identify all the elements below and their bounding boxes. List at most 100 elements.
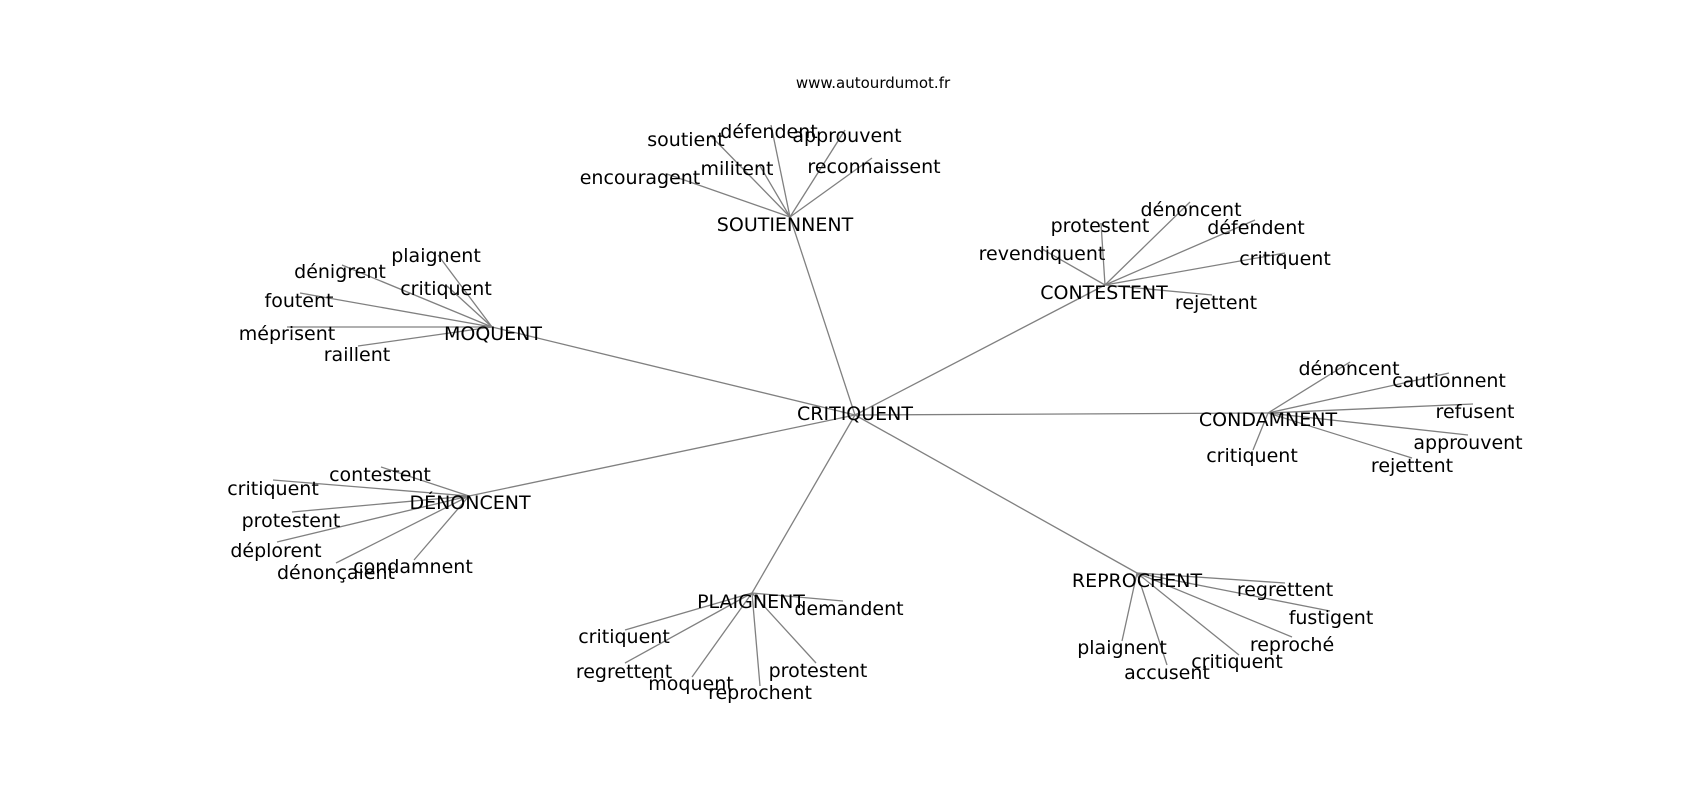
hub-to-word-edge	[1136, 572, 1168, 666]
word-node-label: rejettent	[1371, 455, 1453, 477]
hub-to-word-edge	[380, 466, 470, 497]
hub-to-word-edge	[759, 165, 791, 218]
hub-to-word-edge	[709, 134, 791, 218]
hub-node-label: SOUTIENNENT	[717, 214, 854, 236]
center-to-hub-edge	[854, 412, 1269, 416]
word-node-label: critiquent	[227, 478, 319, 500]
word-node-label: protestent	[769, 660, 868, 682]
hub-to-word-edge	[1136, 572, 1293, 638]
hub-to-word-edge	[437, 254, 493, 328]
word-node-label: dénigrent	[294, 261, 386, 283]
source-label: www.autourdumot.fr	[796, 74, 951, 92]
word-node-label: dénoncent	[1298, 358, 1399, 380]
center-to-hub-edge	[854, 414, 1138, 574]
word-node-label: rejettent	[1175, 292, 1257, 314]
hub-to-word-edge	[770, 124, 791, 218]
hub-to-word-edge	[1267, 372, 1450, 414]
hub-to-word-edge	[276, 495, 470, 543]
word-node-label: regrettent	[576, 661, 672, 683]
center-to-hub-edge	[854, 284, 1106, 416]
hub-node-label: CONTESTENT	[1040, 282, 1168, 304]
center-to-hub-edge	[789, 216, 856, 416]
word-node-label: cautionnent	[1392, 370, 1506, 392]
word-node-label: critiquent	[1206, 445, 1298, 467]
word-node-label: condamnent	[353, 556, 473, 578]
hub-to-word-edge	[291, 495, 470, 513]
hub-to-word-edge	[1104, 252, 1286, 286]
hub-to-word-edge	[335, 495, 470, 564]
hub-to-word-edge	[357, 326, 493, 347]
hub-to-word-edge	[1041, 248, 1106, 286]
hub-node-label: PLAIGNENT	[697, 591, 805, 613]
hub-to-word-edge	[789, 129, 846, 218]
hub-to-word-edge	[1100, 222, 1106, 286]
hub-to-word-edge	[1267, 412, 1469, 436]
word-node-label: revendiquent	[979, 243, 1106, 265]
word-node-label: défendent	[720, 121, 817, 143]
hub-node-label: DÉNONCENT	[409, 491, 531, 514]
graph-edges	[272, 124, 1474, 687]
hub-to-word-edge	[666, 173, 791, 218]
word-node-label: reconnaissent	[807, 156, 940, 178]
word-node-label: militent	[701, 158, 774, 180]
hub-to-word-edge	[1104, 219, 1256, 286]
hub-to-word-edge	[624, 592, 753, 631]
center-to-hub-edge	[491, 326, 856, 416]
word-node-label: dénoncent	[1140, 199, 1241, 221]
word-node-label: contestent	[329, 464, 431, 486]
hub-to-word-edge	[1104, 284, 1213, 296]
word-node-label: protestent	[242, 510, 341, 532]
word-node-label: approuvent	[792, 125, 901, 147]
word-node-label: raillent	[324, 344, 390, 366]
word-node-label: fustigent	[1289, 607, 1374, 629]
graph-node-labels: SOUTIENNENTsoutientdéfendentapprouventmi…	[227, 121, 1522, 704]
word-node-label: critiquent	[400, 278, 492, 300]
hub-node-label: MOQUENT	[444, 323, 542, 345]
word-node-label: regrettent	[1237, 579, 1333, 601]
hub-to-word-edge	[751, 592, 761, 687]
hub-to-word-edge	[1136, 572, 1286, 584]
word-node-label: critiquent	[578, 626, 670, 648]
word-node-label: protestent	[1051, 215, 1150, 237]
hub-to-word-edge	[446, 285, 493, 328]
word-node-label: critiquent	[1239, 248, 1331, 270]
word-node-label: méprisent	[239, 323, 335, 345]
hub-to-word-edge	[1136, 572, 1240, 656]
word-node-label: plaignent	[1077, 637, 1167, 659]
hub-to-word-edge	[1267, 403, 1474, 414]
word-node-label: critiquent	[1191, 651, 1283, 673]
hub-to-word-edge	[1267, 361, 1351, 414]
center-to-hub-edge	[468, 414, 856, 497]
hub-to-word-edge	[789, 157, 873, 218]
word-node-label: reproché	[1250, 634, 1334, 656]
hub-to-word-edge	[1267, 412, 1413, 459]
word-node-label: demandent	[794, 598, 903, 620]
word-node-label: plaignent	[391, 245, 481, 267]
hub-to-word-edge	[272, 479, 470, 497]
word-node-label: dénonçaient	[277, 562, 395, 584]
word-node-label: accusent	[1124, 662, 1210, 684]
word-node-label: encouragent	[580, 167, 701, 189]
hub-to-word-edge	[1104, 201, 1191, 286]
hub-to-word-edge	[413, 495, 470, 561]
hub-to-word-edge	[299, 292, 493, 328]
hub-to-word-edge	[1136, 572, 1331, 612]
hub-to-word-edge	[691, 592, 753, 678]
word-node-label: approuvent	[1413, 432, 1522, 454]
hub-node-label: REPROCHENT	[1072, 570, 1203, 592]
hub-to-word-edge	[751, 592, 817, 664]
word-node-label: déplorent	[230, 540, 321, 562]
hub-to-word-edge	[624, 592, 753, 664]
hub-to-word-edge	[1121, 572, 1138, 642]
word-node-label: défendent	[1207, 217, 1304, 239]
word-node-label: refusent	[1436, 401, 1515, 423]
hub-node-label: CONDAMNENT	[1199, 409, 1338, 431]
hub-to-word-edge	[341, 264, 493, 328]
hub-to-word-edge	[1252, 412, 1269, 451]
word-node-label: moquent	[648, 673, 733, 695]
center-to-hub-edge	[751, 414, 856, 594]
word-node-label: reprochent	[708, 682, 812, 704]
word-node-label: soutient	[647, 129, 724, 151]
word-node-label: foutent	[265, 290, 334, 312]
